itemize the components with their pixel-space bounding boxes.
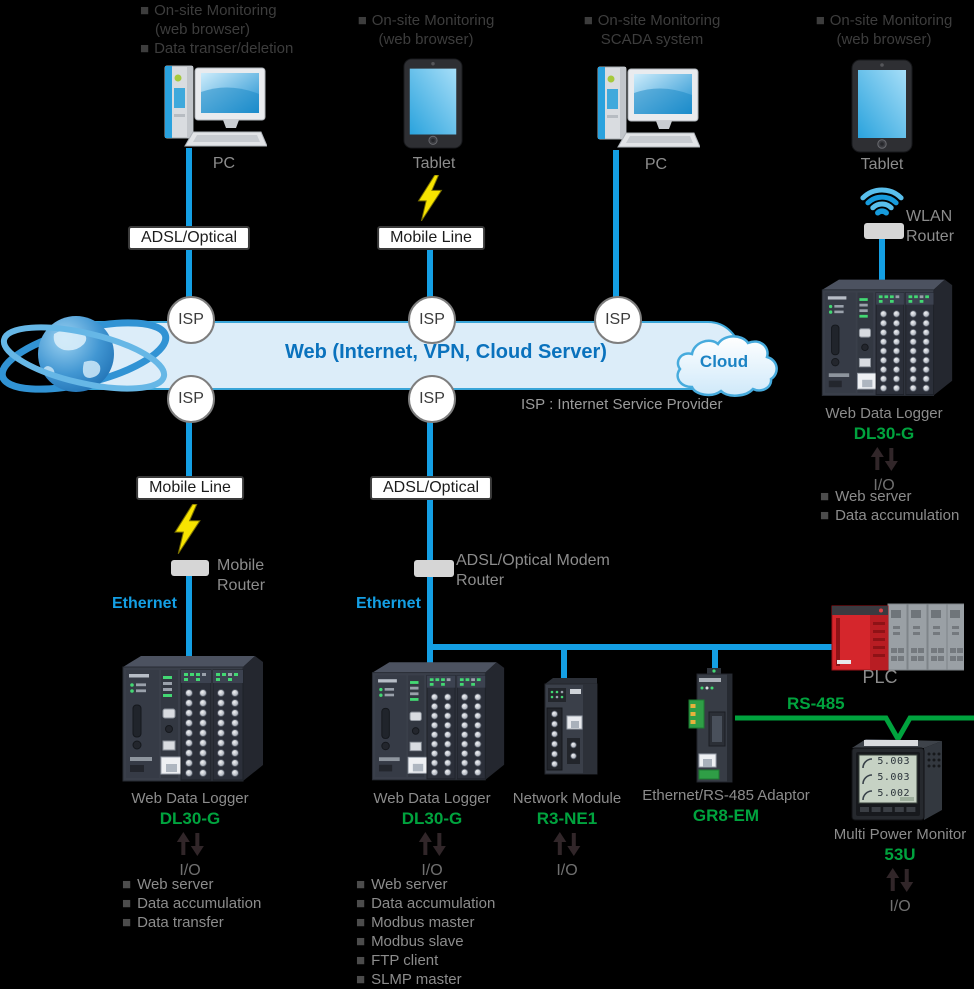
- line-pc1-isp: [186, 148, 192, 300]
- wdl-right-labels: Web Data Logger DL30-G I/O: [825, 405, 943, 494]
- label-tablet1-roles: ■On-site Monitoring (web browser): [357, 12, 495, 48]
- label-pc1-roles: ■On-site Monitoring (web browser) ■Data …: [140, 2, 294, 57]
- label-pc2-roles: ■On-site Monitoring SCADA system: [583, 12, 721, 48]
- wdl-center-labels: Web Data Logger DL30-G I/O: [373, 790, 491, 879]
- plc-label: PLC: [862, 667, 898, 687]
- tablet1-label: Tablet: [412, 155, 456, 172]
- io-arrows-icon: [174, 831, 206, 857]
- isp-node: ISP: [594, 296, 642, 344]
- network-module-labels: Network Module R3-NE1 I/O: [512, 790, 622, 879]
- pc2-label: PC: [644, 156, 668, 173]
- adsl-optical-box: ADSL/Optical: [369, 476, 493, 500]
- power-monitor-reading: 5.002: [877, 788, 910, 799]
- line-pc2-isp: [613, 150, 619, 300]
- web-data-logger-icon: [113, 649, 265, 790]
- isp-node: ISP: [167, 296, 215, 344]
- isp-node: ISP: [408, 375, 456, 423]
- plc-icon: [830, 596, 964, 676]
- internet-band-title: Web (Internet, VPN, Cloud Server): [285, 341, 607, 363]
- wdl-center-features: ■Web server ■Data accumulation ■Modbus m…: [356, 876, 496, 988]
- ethernet-label: Ethernet: [356, 595, 421, 612]
- power-monitor-labels: Multi Power Monitor 53U I/O: [833, 826, 967, 915]
- wlan-router-label: WLAN Router: [906, 208, 955, 245]
- io-arrows-icon: [884, 867, 916, 893]
- line-wlanrouter-wdl: [879, 238, 885, 286]
- pc-icon: [164, 65, 267, 147]
- rs485-line: [735, 715, 974, 744]
- lightning-icon: [174, 504, 201, 554]
- pc1-label: PC: [212, 155, 236, 172]
- io-arrows-icon: [416, 831, 448, 857]
- io-arrows-icon: [868, 446, 900, 472]
- wlan-router: [864, 223, 904, 239]
- isp-node: ISP: [408, 296, 456, 344]
- ethernet-label: Ethernet: [112, 595, 177, 612]
- network-module-icon: [544, 677, 598, 775]
- mobile-line-box: Mobile Line: [377, 226, 485, 250]
- mobile-line-box: Mobile Line: [136, 476, 244, 500]
- web-data-logger-icon: [813, 273, 954, 404]
- isp-node: ISP: [167, 375, 215, 423]
- wdl-left-labels: Web Data Logger DL30-G I/O: [131, 790, 249, 879]
- mobile-router: [171, 560, 209, 576]
- wdl-right-features: ■Web server ■Data accumulation: [820, 488, 960, 524]
- line-mobilerouter-wdl: [186, 574, 192, 660]
- tablet-icon: [851, 59, 913, 153]
- line-isp-mobileline2: [186, 415, 192, 480]
- rs485-adaptor-icon: [688, 668, 733, 783]
- power-monitor-reading: 5.003: [877, 756, 910, 767]
- rs485-label: RS-485: [787, 694, 845, 713]
- web-data-logger-icon: [363, 655, 506, 789]
- adsl-optical-box: ADSL/Optical: [127, 226, 251, 250]
- isp-note: ISP : Internet Service Provider: [521, 396, 723, 413]
- power-monitor-reading: 5.003: [877, 772, 910, 783]
- lightning-icon: [418, 175, 442, 221]
- branch-adaptor: [712, 644, 718, 678]
- adsl-modem-router: [414, 560, 454, 577]
- line-modem-trunk: [427, 576, 433, 668]
- adaptor-labels: Ethernet/RS-485 Adaptor GR8-EM: [642, 787, 810, 825]
- wdl-left-features: ■Web server ■Data accumulation ■Data tra…: [122, 876, 262, 931]
- adsl-modem-router-label: ADSL/Optical Modem Router: [456, 552, 610, 589]
- branch-network-module: [561, 644, 567, 686]
- tablet-icon: [403, 58, 463, 149]
- pc-icon: [597, 66, 700, 148]
- tablet2-label: Tablet: [860, 156, 904, 173]
- mobile-router-label: Mobile Router: [217, 557, 266, 594]
- label-tablet2-roles: ■On-site Monitoring (web browser): [815, 12, 953, 48]
- globe-icon: [0, 300, 172, 410]
- ethernet-trunk: [427, 644, 841, 650]
- io-arrows-icon: [551, 831, 583, 857]
- cloud-label: Cloud: [699, 352, 749, 371]
- line-mobileline-isp: [427, 248, 433, 300]
